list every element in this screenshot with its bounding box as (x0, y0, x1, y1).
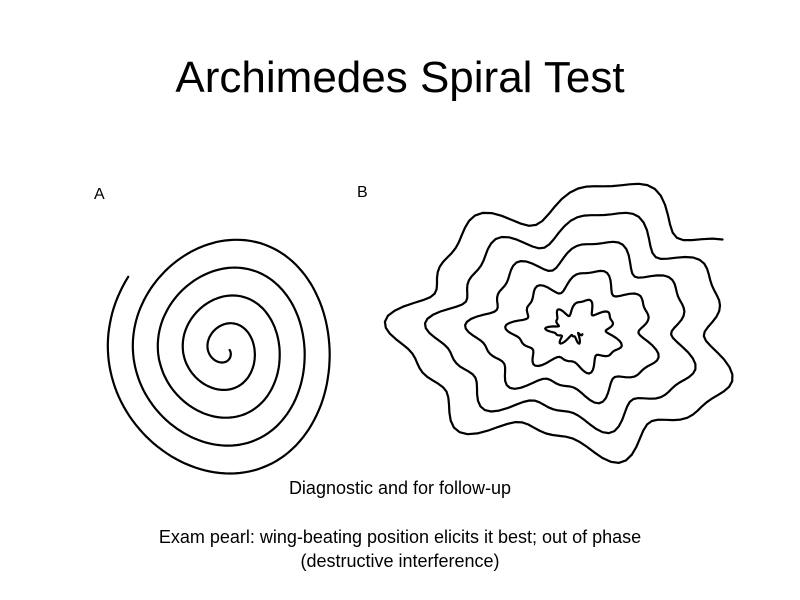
caption-exam-pearl: Exam pearl: wing-beating position elicit… (158, 527, 642, 547)
smooth-spiral-drawing (106, 238, 331, 475)
smooth-spiral-line (106, 238, 331, 475)
caption-exam-pearl-continued: (destructive interference) (300, 551, 500, 571)
slide-title: Archimedes Spiral Test (175, 53, 625, 102)
tremulous-spiral-drawing (383, 182, 734, 464)
tremulous-spiral-line (383, 182, 734, 464)
caption-diagnostic: Diagnostic and for follow-up (288, 478, 512, 498)
panel-a-label: A (94, 186, 105, 203)
panel-b-label: B (357, 184, 368, 201)
